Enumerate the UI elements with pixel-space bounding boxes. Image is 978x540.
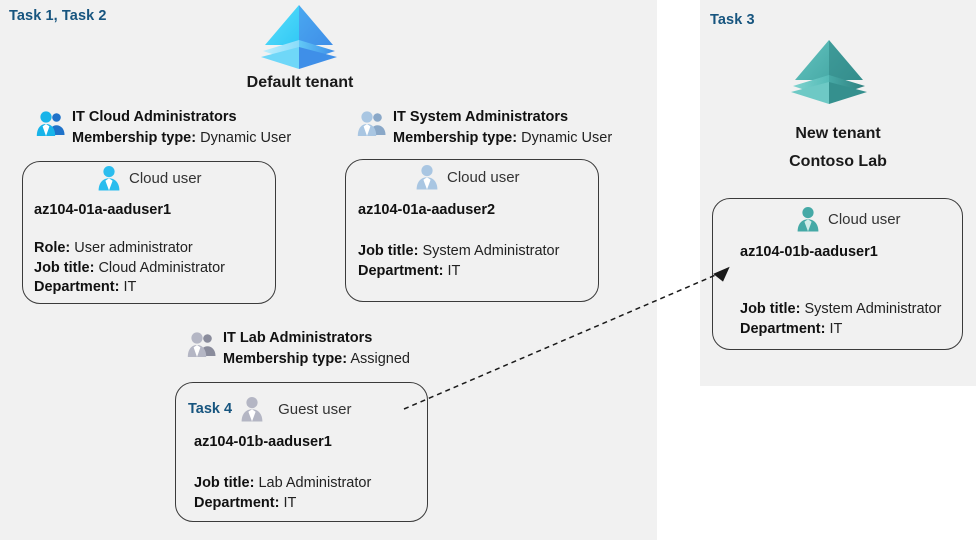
card-upn: az104-01b-aaduser1	[740, 244, 878, 260]
guest-user-icon	[239, 396, 265, 422]
users-group-icon	[357, 111, 387, 137]
card-prop-value: IT	[123, 279, 137, 295]
cloud-user-icon	[414, 164, 440, 190]
card-prop-job-title: Job title: System Administrator	[358, 242, 559, 262]
card-prop-department: Department: IT	[194, 494, 371, 514]
users-group-icon	[187, 332, 217, 358]
group-it-cloud-administrators: IT Cloud Administrators Membership type:…	[36, 107, 291, 149]
task-tag-right-panel: Task 3	[710, 12, 755, 28]
group-it-system-administrators: IT System Administrators Membership type…	[357, 107, 612, 149]
card-prop-label: Role:	[34, 240, 71, 256]
group-membership: Membership type: Assigned	[223, 349, 410, 370]
card-prop-value: IT	[447, 262, 461, 279]
card-user-type-row: Cloud user	[795, 206, 901, 232]
card-prop-value: System Administrator	[422, 243, 560, 259]
users-group-icon	[36, 111, 66, 137]
group-name: IT Lab Administrators	[223, 330, 373, 346]
card-prop-label: Department:	[358, 262, 444, 279]
card-prop-value: IT	[829, 320, 843, 337]
card-user-type: Guest user	[278, 400, 352, 418]
azure-ad-tenant-icon-default	[257, 1, 341, 73]
card-prop-label: Job title:	[194, 475, 255, 491]
group-membership-value: Dynamic User	[521, 130, 613, 146]
card-prop-label: Department:	[34, 279, 120, 295]
card-prop-role: Role: User administrator	[34, 239, 225, 259]
card-user-type-row: Cloud user	[414, 164, 520, 190]
group-membership-value: Assigned	[350, 351, 410, 367]
cloud-user-icon	[96, 165, 122, 191]
card-prop-label: Job title:	[34, 259, 95, 276]
group-membership-value: Dynamic User	[200, 130, 292, 146]
card-prop-job-title: Job title: Lab Administrator	[194, 474, 371, 494]
card-prop-job-title: Job title: System Administrator	[740, 300, 941, 320]
card-upn: az104-01a-aaduser1	[34, 202, 172, 218]
card-prop-value: Cloud Administrator	[98, 259, 225, 276]
group-name: IT System Administrators	[393, 109, 569, 125]
user-card-guest-aaduser1b[interactable]	[175, 382, 428, 522]
card-properties: Job title: System Administrator Departme…	[358, 242, 559, 281]
card-upn: az104-01a-aaduser2	[358, 202, 496, 218]
card-prop-job-title: Job title: Cloud Administrator	[34, 259, 225, 279]
card-user-type-row: Cloud user	[96, 165, 202, 191]
user-card-aaduser1-default[interactable]	[22, 161, 276, 304]
card-prop-value: User administrator	[74, 240, 193, 256]
card-properties: Job title: System Administrator Departme…	[740, 300, 941, 339]
card-prop-label: Department:	[194, 494, 280, 511]
card-prop-department: Department: IT	[34, 278, 225, 298]
card-prop-department: Department: IT	[358, 262, 559, 282]
cloud-user-icon	[795, 206, 821, 232]
card-properties: Job title: Lab Administrator Department:…	[194, 474, 371, 513]
card-user-type-row: Task 4 Guest user	[188, 396, 351, 422]
card-prop-value: Lab Administrator	[258, 475, 372, 491]
card-prop-label: Job title:	[740, 301, 801, 317]
card-user-type: Cloud user	[828, 210, 901, 228]
task-tag-left-panel: Task 1, Task 2	[9, 8, 107, 24]
card-prop-value: IT	[283, 494, 297, 511]
group-membership-label: Membership type:	[72, 130, 197, 146]
group-membership-label: Membership type:	[223, 351, 348, 367]
group-membership: Membership type: Dynamic User	[72, 128, 291, 149]
card-prop-label: Job title:	[358, 243, 419, 259]
card-upn: az104-01b-aaduser1	[194, 434, 332, 450]
new-tenant-title-line2: Contoso Lab	[789, 153, 887, 170]
default-tenant-title: Default tenant	[246, 74, 354, 91]
card-prop-label: Department:	[740, 320, 826, 337]
card-task-tag: Task 4	[188, 401, 233, 417]
azure-ad-tenant-icon-new	[787, 36, 871, 108]
default-tenant-panel	[0, 0, 657, 540]
group-membership-label: Membership type:	[393, 130, 518, 146]
card-user-type: Cloud user	[447, 168, 520, 186]
card-prop-department: Department: IT	[740, 320, 941, 340]
card-prop-value: System Administrator	[804, 301, 942, 317]
new-tenant-title-line1: New tenant	[795, 125, 881, 142]
group-membership: Membership type: Dynamic User	[393, 128, 612, 149]
card-user-type: Cloud user	[129, 169, 202, 187]
card-properties: Role: User administrator Job title: Clou…	[34, 239, 225, 298]
group-it-lab-administrators: IT Lab Administrators Membership type: A…	[187, 328, 410, 370]
group-name: IT Cloud Administrators	[72, 109, 237, 125]
